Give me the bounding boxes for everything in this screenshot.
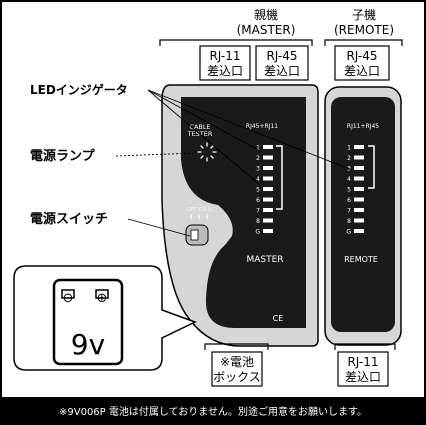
master-led-number: 2 [256,155,260,162]
ce-mark-icon [266,309,290,327]
master-led-bar [263,218,273,223]
battery-box-label-2: ボックス [213,370,261,384]
master-led-bracket [276,145,283,210]
master-bracket [159,39,313,46]
battery-box-label-1: ※電池 [220,355,254,369]
remote-rj11-label-1: RJ-11 [347,355,378,369]
battery-box-bracket [204,343,269,350]
battery-pos-icon: ⊕ [97,291,108,306]
remote-led-bar [354,166,364,170]
master-led-number: 5 [256,187,260,194]
master-led-number: 7 [256,208,260,215]
remote-led-bar [354,229,364,233]
power-switch-label: 電源スイッチ [30,211,108,227]
master-en-label: (MASTER) [237,23,296,37]
rj45-port-box [255,45,309,81]
remote-led-bar [354,197,364,202]
master-led-number: G [255,229,260,236]
remote-led-bar [354,155,364,160]
remote-rj11-bracket [334,343,396,350]
remote-rj11-label-2: 差込口 [345,370,381,384]
led-leader-3 [147,89,353,171]
rj45-port-label-2: 差込口 [264,64,300,78]
remote-rj45-port-box [334,45,390,81]
master-led-bar [263,229,273,233]
off-on-label: OFF ON S [187,207,211,213]
rj45-port-label: RJ-45 [266,49,297,63]
remote-led-bar [354,187,364,191]
battery-icon [13,265,197,371]
master-led-bar [263,208,273,212]
rj11-port-label: RJ-11 [209,49,240,63]
remote-led-bar [354,218,364,223]
footer-note: ※9V006P 電池は付属しておりません。別途ご用意をお願いします。 [59,405,367,418]
remote-device [324,86,402,346]
master-led-bar [263,176,273,181]
battery-neg-icon: ⊖ [63,291,74,306]
master-port-label: RJ45+RJ11 [246,123,278,130]
rj11-port-label-2: 差込口 [207,64,243,78]
remote-led-number: 6 [347,197,351,204]
rj11-port-box [199,45,251,81]
remote-rj45-port-label: RJ-45 [346,49,377,63]
cable-tester-text-1: CABLE [189,123,210,131]
remote-name: REMOTE [344,255,378,264]
master-device [161,84,319,347]
master-led-bar [263,197,273,202]
master-led-number: 1 [256,145,260,152]
master-led-bar [263,187,273,191]
remote-jp-label: 子機 [352,7,376,22]
remote-led-number: 1 [347,145,351,152]
battery-box-label-box [211,351,263,387]
power-lamp-leader [115,152,197,157]
remote-led-number: 7 [347,208,351,215]
remote-led-bar [354,145,364,149]
master-led-number: 6 [256,197,260,204]
master-led-number: 4 [256,176,260,183]
led-leader-1 [147,89,263,153]
led-indicator-label: LEDインジゲータ [30,82,128,97]
remote-led-bar [354,176,364,181]
power-switch-icon[interactable] [185,224,209,246]
remote-led-bar [354,208,364,212]
master-name: MASTER [246,255,283,265]
power-lamp-label: 電源ランプ [30,148,96,164]
remote-en-label: (REMOTE) [334,23,394,37]
remote-led-number: 4 [347,176,351,183]
battery-9v-label: 9v [71,328,105,361]
remote-bracket [324,39,403,46]
led-leader-2 [147,89,261,186]
power-lamp-icon [197,142,217,162]
footer-bar [0,397,426,425]
remote-led-number: 2 [347,155,351,162]
master-led-number: 8 [256,218,260,225]
power-switch-leader [127,218,191,237]
ce-mark-text: CE [273,314,284,323]
switch-ticks [190,214,208,219]
master-led-bar [263,166,273,170]
remote-led-number: 8 [347,218,351,225]
master-led-bar [263,155,273,160]
master-led-number: 3 [256,166,260,173]
master-jp-label: 親機 [254,7,278,22]
remote-rj11-box [337,351,389,387]
remote-rj45-port-label-2: 差込口 [344,64,380,78]
master-led-bar [263,145,273,149]
remote-led-number: G [346,229,351,236]
remote-port-label: RJ11+RJ45 [347,123,379,130]
remote-led-number: 5 [347,187,351,194]
master-led-column: 1 2 3 4 5 6 7 8G [255,145,273,236]
remote-led-bracket [368,145,375,189]
